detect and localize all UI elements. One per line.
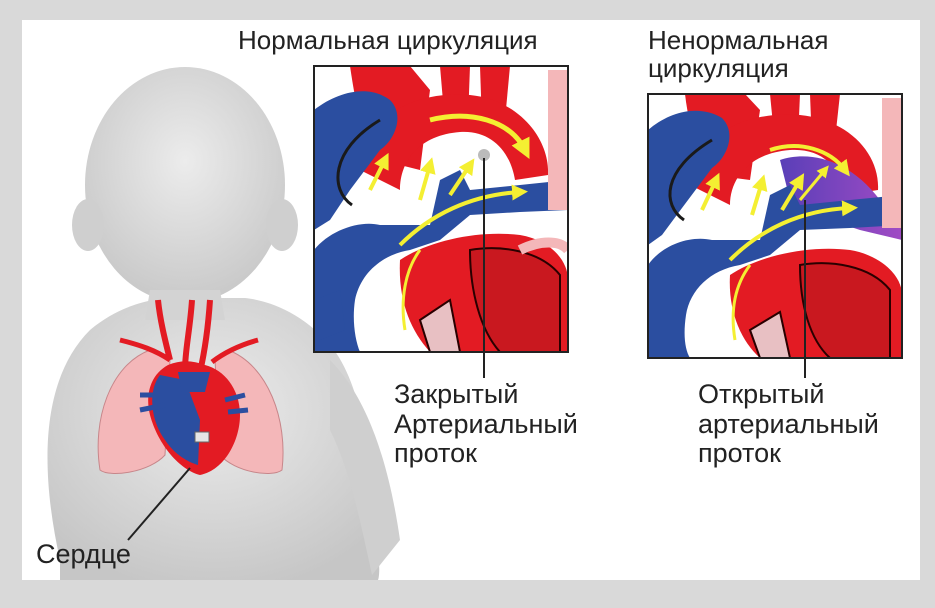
closed-duct-caption: Закрытый Артериальный проток	[394, 380, 578, 469]
normal-circulation-title: Нормальная циркуляция	[238, 26, 538, 54]
normal-inset	[300, 60, 570, 352]
abnormal-circulation-title: Ненормальная циркуляция	[648, 26, 828, 82]
abnormal-inset	[648, 94, 902, 358]
heart-caption: Сердце	[36, 540, 131, 570]
open-duct-caption: Открытый артериальный проток	[698, 380, 879, 469]
